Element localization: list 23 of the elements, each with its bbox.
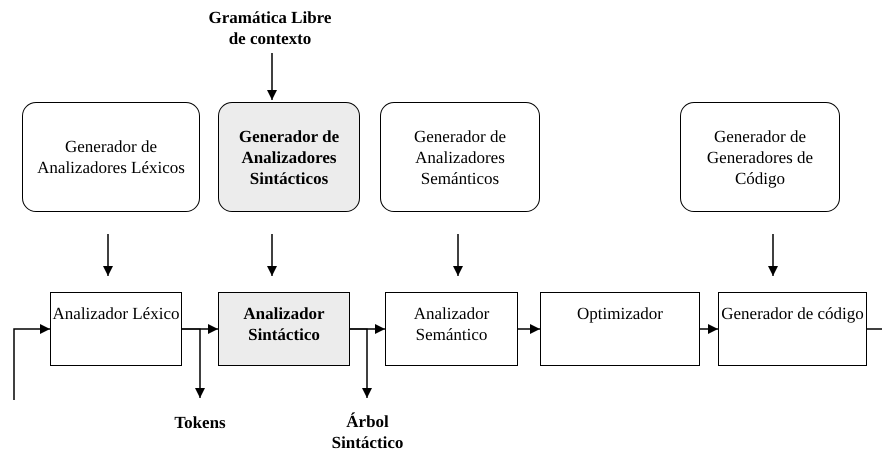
arrow — [518, 324, 540, 334]
arrow — [700, 324, 718, 334]
generator-box: Generador de Analizadores Semánticos — [380, 102, 540, 212]
flow-line — [13, 324, 50, 400]
arrow — [453, 234, 463, 276]
process-box: Analizador Léxico — [50, 292, 182, 366]
generator-box: Generador de Analizadores Léxicos — [22, 102, 200, 212]
process-box: Generador de código — [718, 292, 867, 366]
process-box: Analizador Semántico — [385, 292, 518, 366]
output-label: Tokens — [160, 410, 240, 434]
output-label: Árbol Sintáctico — [320, 410, 415, 454]
arrow — [182, 328, 205, 398]
arrow — [267, 234, 277, 276]
flow-line — [867, 328, 882, 330]
process-box: Analizador Sintáctico — [218, 292, 350, 366]
arrow — [103, 234, 113, 276]
generator-box: Generador de Analizadores Sintácticos — [218, 102, 360, 212]
arrow — [267, 53, 277, 100]
process-box: Optimizador — [540, 292, 700, 366]
arrow — [350, 328, 372, 398]
arrow — [768, 234, 778, 276]
label-text: Gramática Libre de contexto — [200, 5, 340, 51]
generator-box: Generador de Generadores de Código — [680, 102, 840, 212]
